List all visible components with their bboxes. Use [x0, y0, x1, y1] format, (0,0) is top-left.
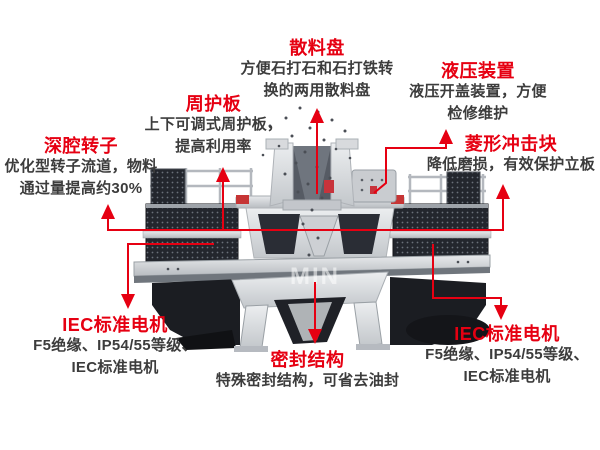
callout-desc-line: 特殊密封结构，可省去油封 [215, 372, 400, 389]
material-particles [261, 106, 352, 290]
callout-guard-plate: 周护板 上下可调式周护板， 提高利用率 [140, 94, 287, 157]
callout-scatter-plate: 散料盘 方便石打石和石打铁转 换的两用散料盘 [222, 38, 412, 101]
callout-title: 菱形冲击块 [464, 134, 558, 154]
callout-title: 散料盘 [289, 38, 345, 58]
callout-desc-line: 优化型转子流道，物料 [4, 158, 158, 175]
callout-desc-line: 上下可调式周护板， [144, 116, 283, 133]
arrow-iec-right [432, 244, 508, 320]
callout-title: 液压装置 [441, 61, 515, 81]
callout-desc-line: F5绝缘、IP54/55等级、 [425, 346, 589, 363]
support-leg-left [239, 304, 269, 349]
clamp-left [236, 195, 249, 204]
callout-desc-line: 通过量提高约30% [19, 179, 143, 197]
pedestal [231, 271, 390, 352]
hydraulic-cylinder [324, 180, 334, 193]
callout-iec-motor-right: IEC标准电机 F5绝缘、IP54/55等级、 IEC标准电机 [420, 324, 594, 387]
base-frame-right [390, 277, 490, 345]
callout-title: IEC标准电机 [62, 315, 168, 335]
hydraulic-device [351, 169, 397, 203]
arrow-iec-left [121, 243, 214, 309]
arrow-yeya [373, 129, 453, 194]
rotor-cutaway-right [338, 214, 380, 254]
callout-title: 周护板 [185, 94, 242, 114]
callout-hydraulic-device: 液压装置 液压开盖装置，方便 检修维护 [388, 61, 568, 124]
right-motor-enclosure [389, 203, 492, 265]
callout-desc-line: IEC标准电机 [463, 367, 551, 385]
callout-deep-cavity-rotor: 深腔转子 优化型转子流道，物料 通过量提高约30% [0, 136, 164, 199]
crusher-housing [235, 195, 405, 259]
rotor-cone [299, 215, 339, 257]
clamp-right [391, 195, 404, 204]
callout-desc-line: 提高利用率 [175, 137, 252, 155]
feed-hopper [265, 138, 359, 211]
annotation-lines [101, 108, 510, 344]
walkway-deck [133, 254, 491, 283]
rotor-cutaway-left [258, 214, 300, 254]
left-motor-enclosure [142, 203, 242, 265]
callout-desc-line: 换的两用散料盘 [263, 81, 371, 99]
callout-diamond-impact-block: 菱形冲击块 降低磨损，有效保护立板 [424, 134, 598, 176]
base-frame-left [152, 279, 240, 350]
callout-title: 深腔转子 [44, 136, 118, 156]
callout-title: IEC标准电机 [454, 324, 560, 344]
callout-desc-line: 液压开盖装置，方便 [409, 83, 547, 100]
callout-title: 密封结构 [270, 350, 345, 370]
callout-iec-motor-left: IEC标准电机 F5绝缘、IP54/55等级、 IEC标准电机 [28, 315, 202, 378]
callout-desc-line: F5绝缘、IP54/55等级、 [33, 337, 197, 354]
support-leg-right [353, 301, 383, 347]
callout-seal-structure: 密封结构 特殊密封结构，可省去油封 [200, 350, 415, 392]
callout-desc-line: 检修维护 [447, 104, 509, 122]
callout-desc-line: 方便石打石和石打铁转 [240, 60, 394, 77]
callout-desc-line: IEC标准电机 [71, 358, 159, 376]
callout-desc-line: 降低磨损，有效保护立板 [426, 156, 596, 173]
